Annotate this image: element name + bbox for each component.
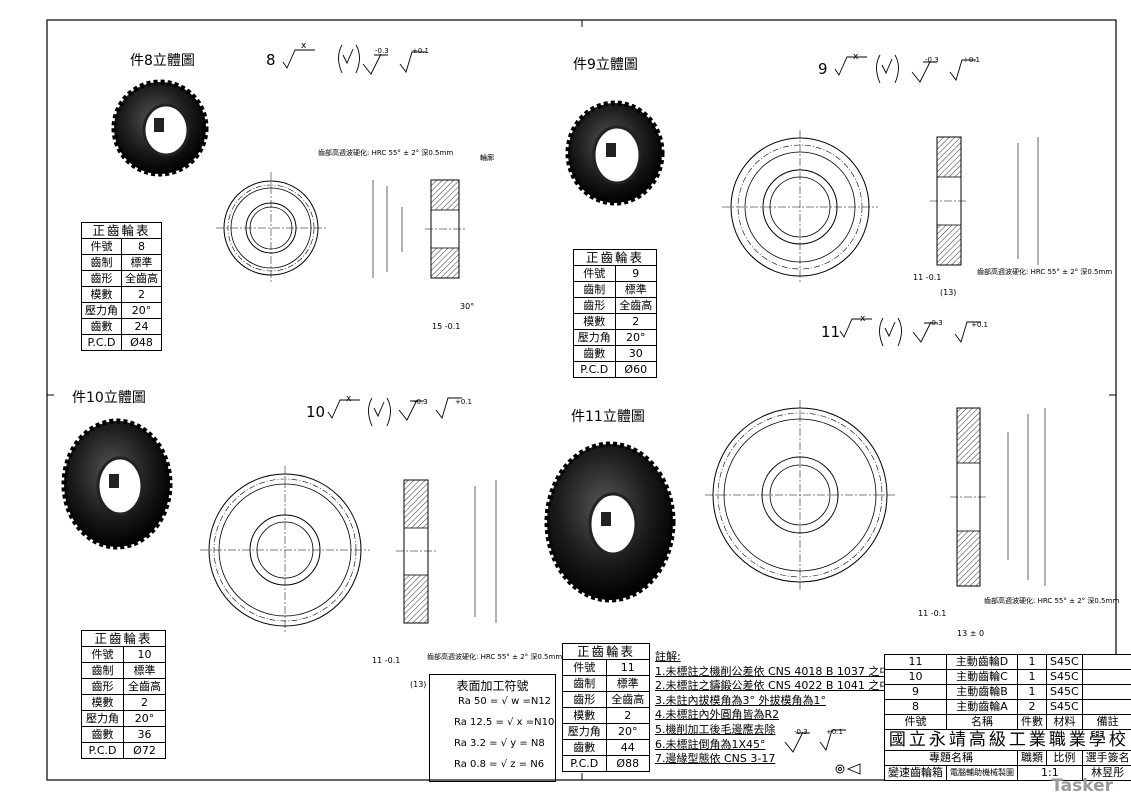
gear10-section-view: [396, 479, 497, 624]
gear11-view-title: 件11立體圖: [571, 409, 645, 425]
gear9-13: (13): [940, 288, 957, 297]
gear11-13: 13 ± 0: [957, 629, 985, 638]
gear11-finish-number: 11: [821, 323, 841, 341]
gear8-finish-number: 8: [266, 51, 276, 69]
gear10-13: (13): [410, 680, 427, 689]
gear8-angle: 30°: [460, 302, 475, 311]
note-item: 5.機削加工後毛邊應去除: [655, 722, 776, 736]
gear11-front-view: [705, 400, 895, 590]
gear10-finish-number: 10: [306, 403, 326, 421]
note-item: 3.未註內拔模角為3° 外拔模角為1°: [655, 693, 826, 707]
gear9-section-view: [930, 136, 1039, 266]
legend-row: Ra 50 = √ w =N12: [458, 696, 552, 707]
gear10-tol-minus: -0.3: [414, 398, 428, 406]
gear8-width: 15 -0.1: [432, 322, 461, 331]
gear10-tol-plus: +0.1: [455, 398, 472, 406]
gear9-front-view: [722, 130, 878, 284]
gear11-tol-plus: +0.1: [971, 321, 988, 329]
gear9-tol-minus: -0.3: [925, 56, 939, 64]
table-title: 正齒輪表: [81, 222, 162, 239]
parts-header: 件號名稱件數材料備註: [884, 714, 1131, 730]
note-item: 1.未標註之機削公差依 CNS 4018 B 1037 之中級規定: [655, 664, 924, 678]
school-name: 國立永靖高級工業職業學校: [884, 729, 1131, 751]
notes-tol-plus: +0.1: [826, 728, 843, 736]
table-title: 正齒輪表: [81, 630, 166, 647]
gear9-hardening-note: 齒部高週波硬化: HRC 55° ± 2° 深0.5mm: [977, 268, 1113, 276]
gear10-hardening-note: 齒部高週波硬化: HRC 55° ± 2° 深0.5mm: [427, 653, 563, 661]
gear9-width: 11 -0.1: [913, 273, 942, 282]
gear10-finish-x: x: [346, 394, 352, 404]
gear10-3d-render: [61, 418, 173, 550]
watermark: Tasker: [1051, 776, 1113, 796]
gear11-width: 11 -0.1: [918, 609, 947, 618]
gear10-view-title: 件10立體圖: [72, 390, 146, 406]
legend-title: 表面加工符號: [456, 679, 529, 693]
notes-tol-minus: -0.3: [794, 728, 808, 736]
table-title: 正齒輪表: [573, 249, 657, 266]
gear8-tol-minus: -0.3: [375, 47, 389, 55]
gear8-finish-x: x: [301, 41, 307, 51]
gear10-front-view: [200, 466, 370, 634]
note-item: 7.邊緣型態依 CNS 3-17: [655, 752, 776, 766]
gear8-tol-plus: +0.1: [412, 47, 429, 55]
surface-finish-legend: 表面加工符號 Ra 50 = √ w =N12 Ra 12.5 = √ x =N…: [429, 674, 556, 782]
gear11-3d-render: [544, 441, 676, 603]
gear8-hardening-note: 齒部高週波硬化: HRC 55° ± 2° 深0.5mm: [318, 149, 454, 157]
gear9-finish-number: 9: [818, 60, 828, 78]
note-item: 6.未標註倒角為1X45°: [655, 737, 766, 751]
gear8-view-title: 件8立體圖: [130, 53, 195, 69]
gear11-section-view: [950, 407, 1046, 587]
notes-heading: 註解:: [655, 650, 681, 663]
gear8-front-view: [216, 172, 326, 284]
gear8-3d-render: [111, 79, 209, 177]
gear11-tol-minus: -0.3: [929, 319, 943, 327]
gear10-width: 11 -0.1: [372, 656, 401, 665]
gear9-3d-render: [565, 100, 665, 206]
note-item: 2.未標註之鑄鍛公差依 CNS 4022 B 1041 之中級規定: [655, 679, 924, 693]
gear8-outline-label: 輪廓: [480, 154, 494, 162]
gear9-tol-plus: +0.1: [963, 56, 980, 64]
legend-row: Ra 3.2 = √ y = N8: [454, 738, 545, 749]
legend-row: Ra 0.8 = √ z = N6: [454, 759, 545, 770]
general-notes: 註解: 1.未標註之機削公差依 CNS 4018 B 1037 之中級規定 2.…: [655, 650, 923, 767]
gear9-view-title: 件9立體圖: [573, 57, 638, 73]
gear11-finish-x: x: [860, 314, 866, 324]
gear9-finish-x: x: [853, 52, 859, 62]
gear8-section-view: [372, 179, 465, 279]
legend-row: Ra 12.5 = √ x =N10: [454, 717, 555, 728]
note-item: 4.未標註內外圓角皆為R2: [655, 708, 780, 722]
table-title: 正齒輪表: [562, 643, 650, 660]
title-row: 專題名稱職類比例選手簽名: [884, 750, 1131, 766]
gear11-hardening-note: 齒部高週波硬化: HRC 55° ± 2° 深0.5mm: [984, 597, 1120, 605]
